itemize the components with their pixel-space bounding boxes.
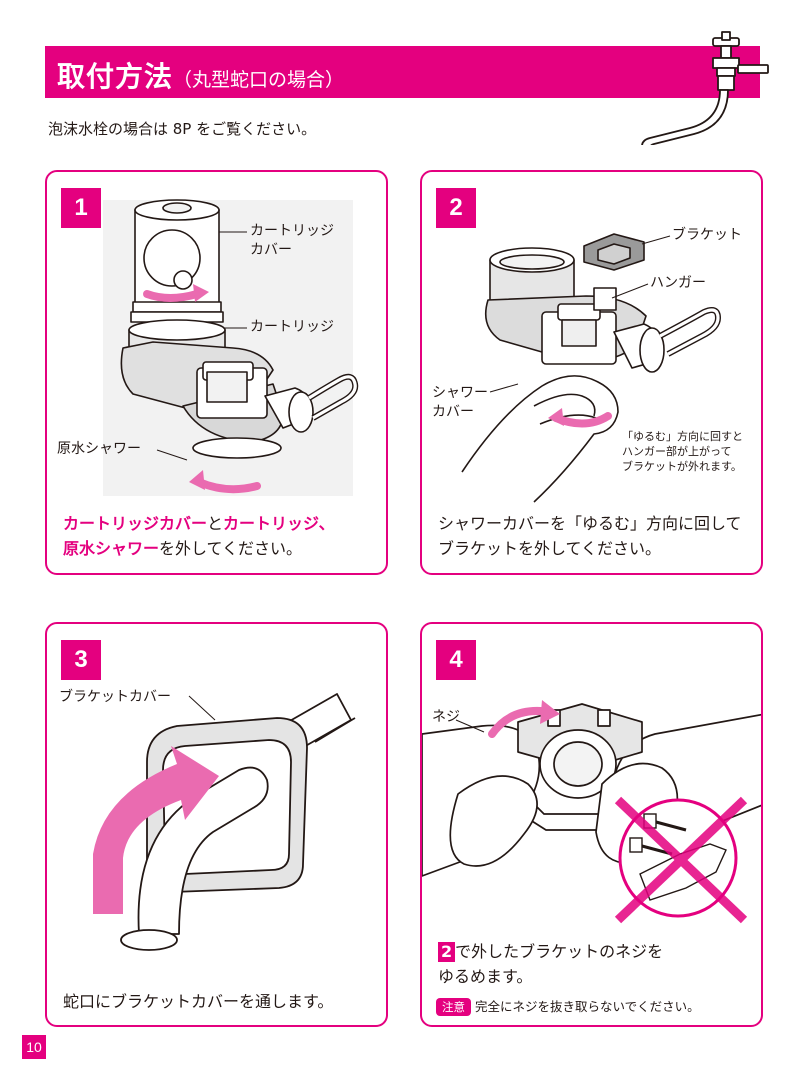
- step-3-caption: 蛇口にブラケットカバーを通します。: [63, 992, 334, 1011]
- step-2-caption: シャワーカバーを「ゆるむ」方向に回して ブラケットを外してください。: [438, 512, 742, 562]
- caution-note: 注意完全にネジを抜き取らないでください。: [436, 996, 700, 1016]
- step-2-illustration: [461, 233, 721, 503]
- caption-remove: を外してください。: [159, 538, 303, 558]
- caption-raw-shower: 原水シャワー: [63, 538, 160, 558]
- step-2-panel: 2 ブラケット ハンガー シャワー カバー 「ゆるむ」方向に回すと ハンガー部が…: [420, 170, 763, 575]
- step-1-caption: カートリッジカバーとカートリッジ、 原水シャワーを外してください。: [63, 512, 335, 562]
- caution-text: 完全にネジを抜き取らないでください。: [475, 999, 700, 1014]
- page-number: 10: [22, 1035, 46, 1059]
- page-title: 取付方法（丸型蛇口の場合）: [57, 55, 344, 95]
- caption-comma: 、: [318, 514, 335, 533]
- step-1-illustration: [103, 199, 359, 496]
- step-2-caption-line2: ブラケットを外してください。: [438, 538, 662, 558]
- label-screw: ネジ: [432, 709, 460, 725]
- step-4-number: 4: [436, 640, 476, 680]
- step-2-caption-line1: シャワーカバーを「ゆるむ」方向に回して: [438, 514, 742, 533]
- step-3-panel: 3 ブラケットカバー 蛇口にブラケットカバーを通します。: [45, 622, 388, 1027]
- step-3-number: 3: [61, 640, 101, 680]
- step-4-illustration: [422, 700, 761, 924]
- label-bracket: ブラケット: [672, 227, 742, 243]
- label-hanger: ハンガー: [650, 275, 706, 291]
- foam-faucet-note: 泡沫水栓の場合は 8P をご覧ください。: [48, 120, 317, 138]
- caption-cartridge-cover: カートリッジカバー: [63, 514, 208, 533]
- caption-and: と: [207, 514, 224, 533]
- step-4-caption-line2: ゆるめます。: [438, 966, 533, 986]
- label-cartridge: カートリッジ: [250, 319, 334, 335]
- label-shower-cover: シャワー カバー: [432, 385, 488, 420]
- step-3-illustration: [93, 693, 356, 951]
- step-2-number: 2: [436, 188, 476, 228]
- label-raw-shower: 原水シャワー: [57, 441, 141, 457]
- step-ref-badge: 2: [438, 942, 456, 962]
- label-cartridge-cover: カートリッジ カバー: [250, 223, 334, 258]
- title-sub: （丸型蛇口の場合）: [173, 69, 345, 91]
- rotation-hint: 「ゆるむ」方向に回すと ハンガー部が上がって ブラケットが外れます。: [622, 430, 743, 473]
- title-bar: 取付方法（丸型蛇口の場合）: [45, 46, 760, 98]
- caution-badge: 注意: [436, 998, 471, 1016]
- title-main: 取付方法: [57, 60, 174, 93]
- faucet-icon: [641, 31, 769, 145]
- caption-cartridge: カートリッジ: [223, 514, 319, 533]
- step-4-caption-line1: で外したブラケットのネジを: [455, 942, 664, 961]
- label-bracket-cover: ブラケットカバー: [59, 689, 171, 705]
- step-1-number: 1: [61, 188, 101, 228]
- step-1-panel: 1 カートリッジ カバー カートリッジ 原水シャワー カートリッジカバーとカート…: [45, 170, 388, 575]
